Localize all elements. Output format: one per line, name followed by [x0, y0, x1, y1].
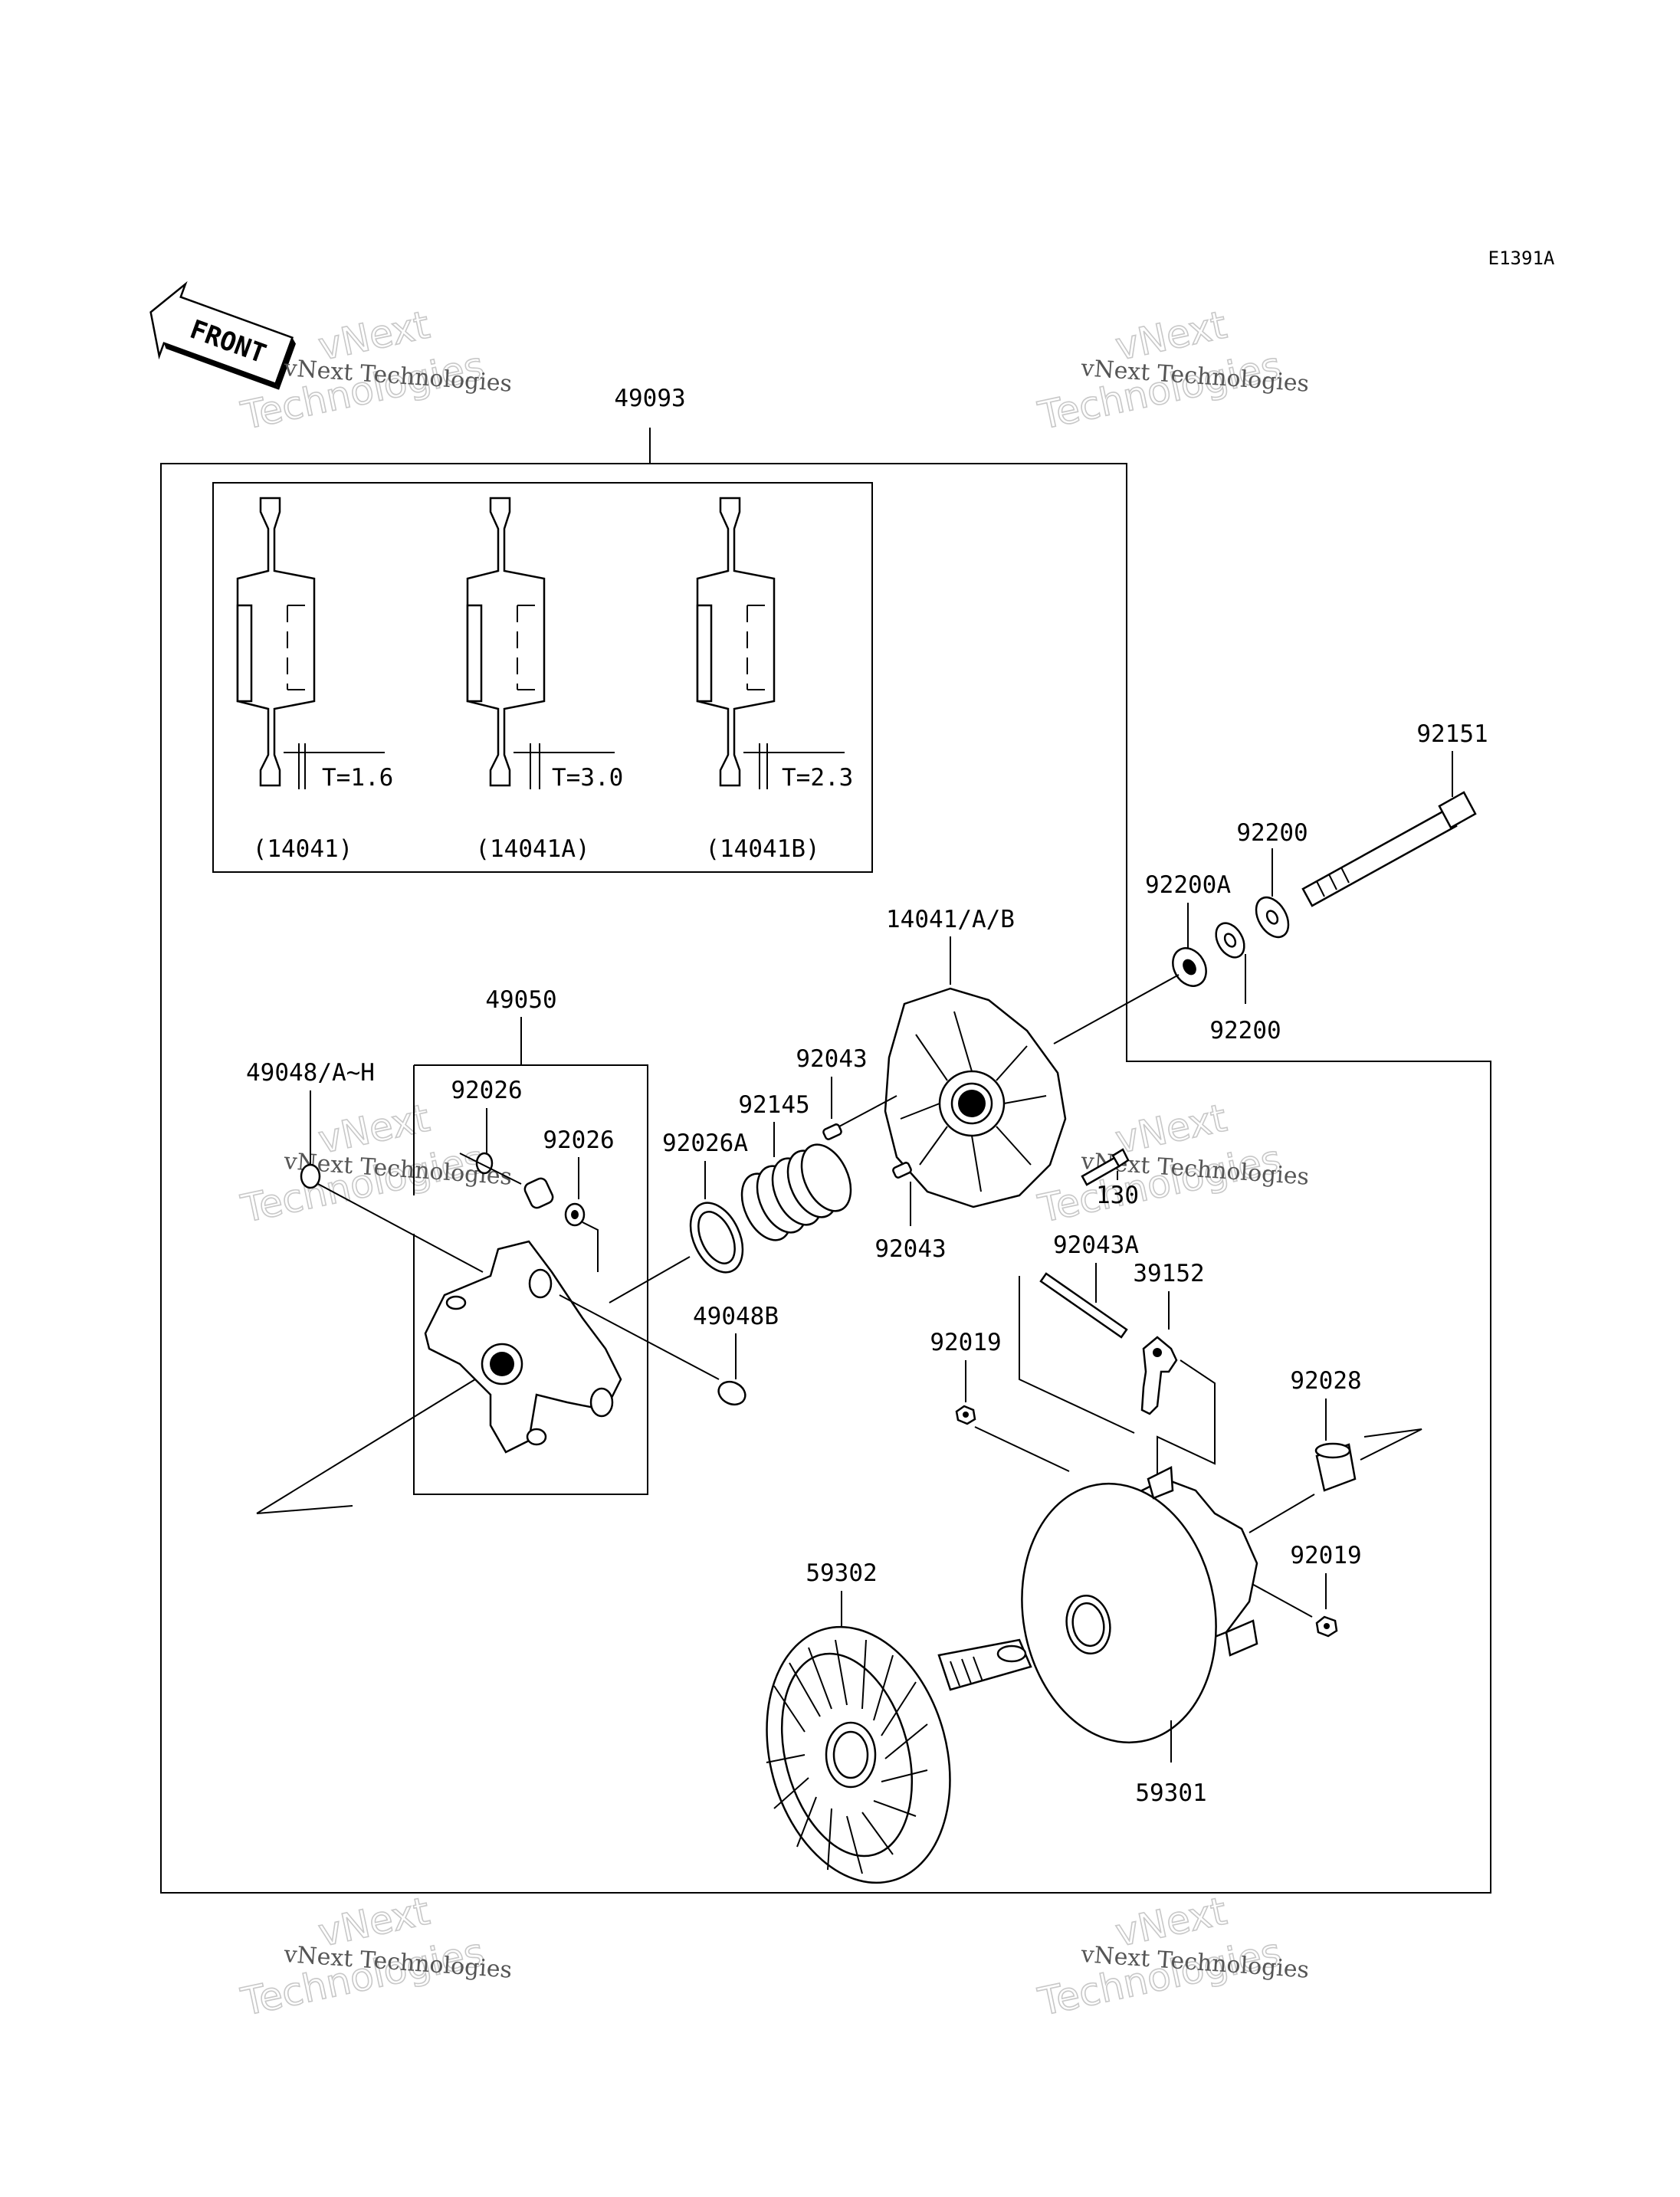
washer-92026a: 92026A [662, 1130, 748, 1274]
bushing-49048b: 49048B [559, 1294, 779, 1406]
shim-14041a: T=3.0 (14041A) [466, 497, 623, 863]
label-49048ah: 49048/A~H [246, 1059, 375, 1087]
label-92145: 92145 [738, 1091, 809, 1119]
label-92019-right: 92019 [1290, 1542, 1361, 1569]
spring-92145: 92145 [738, 1091, 852, 1241]
spider-49050: 49050 [256, 986, 648, 1514]
shim-part-number: (14041) [253, 835, 353, 863]
shim-14041: T=1.6 (14041) [236, 497, 393, 863]
label-59302: 59302 [806, 1559, 877, 1587]
bolt-92151: 92151 [1301, 720, 1488, 907]
shim-part-number: (14041A) [475, 835, 589, 863]
label-92026-first: 92026 [451, 1077, 522, 1104]
shim-thickness: T=1.6 [322, 764, 393, 792]
label-92200-top: 92200 [1236, 819, 1308, 847]
label-92026a: 92026A [662, 1130, 748, 1157]
pin-92043-bottom: 92043 [874, 1162, 947, 1263]
nut-92019-left: 92019 [930, 1329, 1070, 1472]
label-92043a: 92043A [1053, 1231, 1139, 1259]
roller-92026-second: 92026 [523, 1126, 615, 1272]
watermark: vNext Technologies vNext Technologies [1034, 1095, 1311, 1232]
shim-part-number: (14041B) [705, 835, 819, 863]
label-59301: 59301 [1135, 1779, 1206, 1807]
weight-49048ah: 49048/A~H [246, 1059, 484, 1273]
roller-92026-first: 92026 [451, 1077, 523, 1185]
bolt-130: 130 [1081, 1148, 1139, 1209]
washer-92200-top: 92200 [1236, 819, 1308, 939]
assembly-frame-49093: 49093 [160, 385, 1491, 1894]
pin-92043a: 92043A [1019, 1231, 1139, 1434]
label-92028: 92028 [1290, 1367, 1361, 1395]
assembly-axis-line [838, 1095, 897, 1127]
label-92043-bottom: 92043 [874, 1235, 946, 1263]
label-92200a: 92200A [1145, 871, 1231, 899]
label-49093: 49093 [614, 385, 685, 412]
watermark: vNext Technologies vNext Technologies [237, 1095, 514, 1232]
assembly-axis-line [609, 1256, 691, 1303]
assembly-axis-line [1053, 974, 1180, 1044]
sheave-59302: 59302 [766, 1559, 1032, 1884]
arm-39152: 39152 [1133, 1260, 1216, 1494]
label-130: 130 [1096, 1182, 1139, 1209]
pin-92043-top: 92043 [796, 1045, 868, 1140]
cover-14041ab: 14041/A/B [884, 906, 1067, 1208]
bushing-92028: 92028 [1249, 1367, 1422, 1533]
front-arrow-icon: FRONT [149, 280, 296, 390]
label-39152: 39152 [1133, 1260, 1204, 1287]
label-92019-left: 92019 [930, 1329, 1001, 1356]
diagram-code: E1391A [1488, 248, 1555, 269]
label-92151: 92151 [1416, 720, 1488, 748]
shim-thickness: T=2.3 [782, 764, 853, 792]
label-14041ab: 14041/A/B [886, 906, 1015, 933]
shim-14041b: T=2.3 (14041B) [696, 497, 853, 863]
watermark: vNext Technologies vNext Technologies [1034, 1888, 1311, 2025]
label-92043-top: 92043 [796, 1045, 867, 1073]
label-49050: 49050 [485, 986, 556, 1014]
washer-92200-bottom: 92200 [1209, 922, 1281, 1044]
shim-inset-box: T=1.6 (14041) T=3.0 (14041A) T=2.3 (14 [212, 482, 873, 873]
washer-92200a: 92200A [1145, 871, 1231, 987]
watermark: vNext Technologies vNext Technologies [237, 1888, 514, 2025]
shim-thickness: T=3.0 [552, 764, 623, 792]
nut-92019-right: 92019 [1249, 1542, 1362, 1638]
label-92200-bottom: 92200 [1209, 1017, 1281, 1044]
sheave-59301: 59301 [1021, 1466, 1258, 1807]
watermark: vNext Technologies vNext Technologies [1034, 302, 1311, 439]
label-49048b: 49048B [693, 1303, 779, 1330]
label-92026-second: 92026 [543, 1126, 614, 1154]
